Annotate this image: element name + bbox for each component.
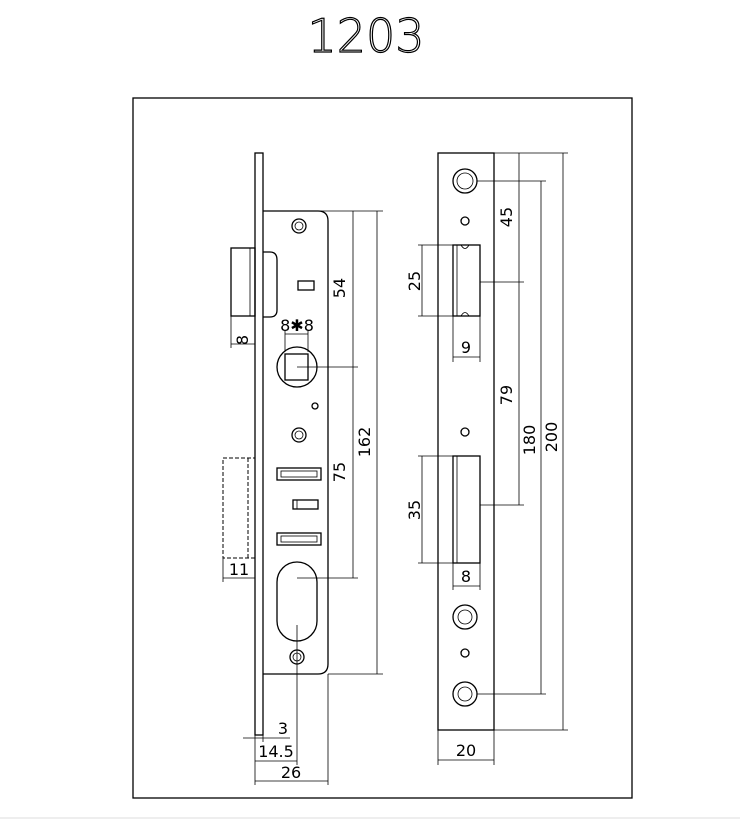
small-hole-icon <box>460 216 470 226</box>
dim-180: 180 <box>520 425 539 456</box>
small-hole-icon <box>460 648 470 658</box>
dim-9: 9 <box>461 338 471 357</box>
latch-bolt <box>230 247 278 318</box>
dim-75: 75 <box>330 462 349 482</box>
deadbolt-recess <box>452 455 481 564</box>
pin-hole <box>311 402 319 410</box>
dim-162: 162 <box>355 427 374 458</box>
drawing-frame <box>132 97 633 799</box>
dim-200: 200 <box>542 422 561 453</box>
slot-middle <box>292 499 319 510</box>
slot-lower <box>276 532 322 546</box>
dimension-lines <box>222 210 383 785</box>
faceplate <box>254 152 264 736</box>
dim-8-strike: 8 <box>461 567 471 586</box>
strike-plate-outline <box>437 152 495 731</box>
dim-8-latch: 8 <box>233 335 252 345</box>
model-number-title: 1203 <box>307 9 424 63</box>
screw-hole-icon <box>291 427 307 443</box>
strike-plate: 45 79 180 200 25 35 9 8 20 <box>405 152 568 765</box>
countersunk-hole-icon <box>452 604 478 630</box>
small-hole-icon <box>460 427 470 437</box>
dim-35: 35 <box>405 500 424 520</box>
small-slot <box>297 280 315 291</box>
dim-26: 26 <box>281 763 301 782</box>
countersunk-hole-icon <box>452 681 478 707</box>
lock-case <box>263 210 329 675</box>
deadbolt-dashed <box>222 457 256 559</box>
countersunk-hole-icon <box>452 168 478 194</box>
dim-45: 45 <box>497 207 516 227</box>
dim-20: 20 <box>456 741 476 760</box>
mortise-lock-body: 54 75 162 8 8✱8 11 3 14.5 26 <box>222 152 383 785</box>
dim-25: 25 <box>405 271 424 291</box>
dim-3: 3 <box>278 719 288 738</box>
dim-11: 11 <box>229 560 249 579</box>
dim-spindle: 8✱8 <box>280 316 314 335</box>
dim-54: 54 <box>330 278 349 298</box>
dim-14-5: 14.5 <box>258 742 294 761</box>
latch-recess <box>452 244 481 317</box>
strike-dimension-lines <box>418 152 568 765</box>
screw-hole-icon <box>291 218 307 234</box>
slot-upper <box>276 467 322 481</box>
dim-79: 79 <box>497 385 516 405</box>
